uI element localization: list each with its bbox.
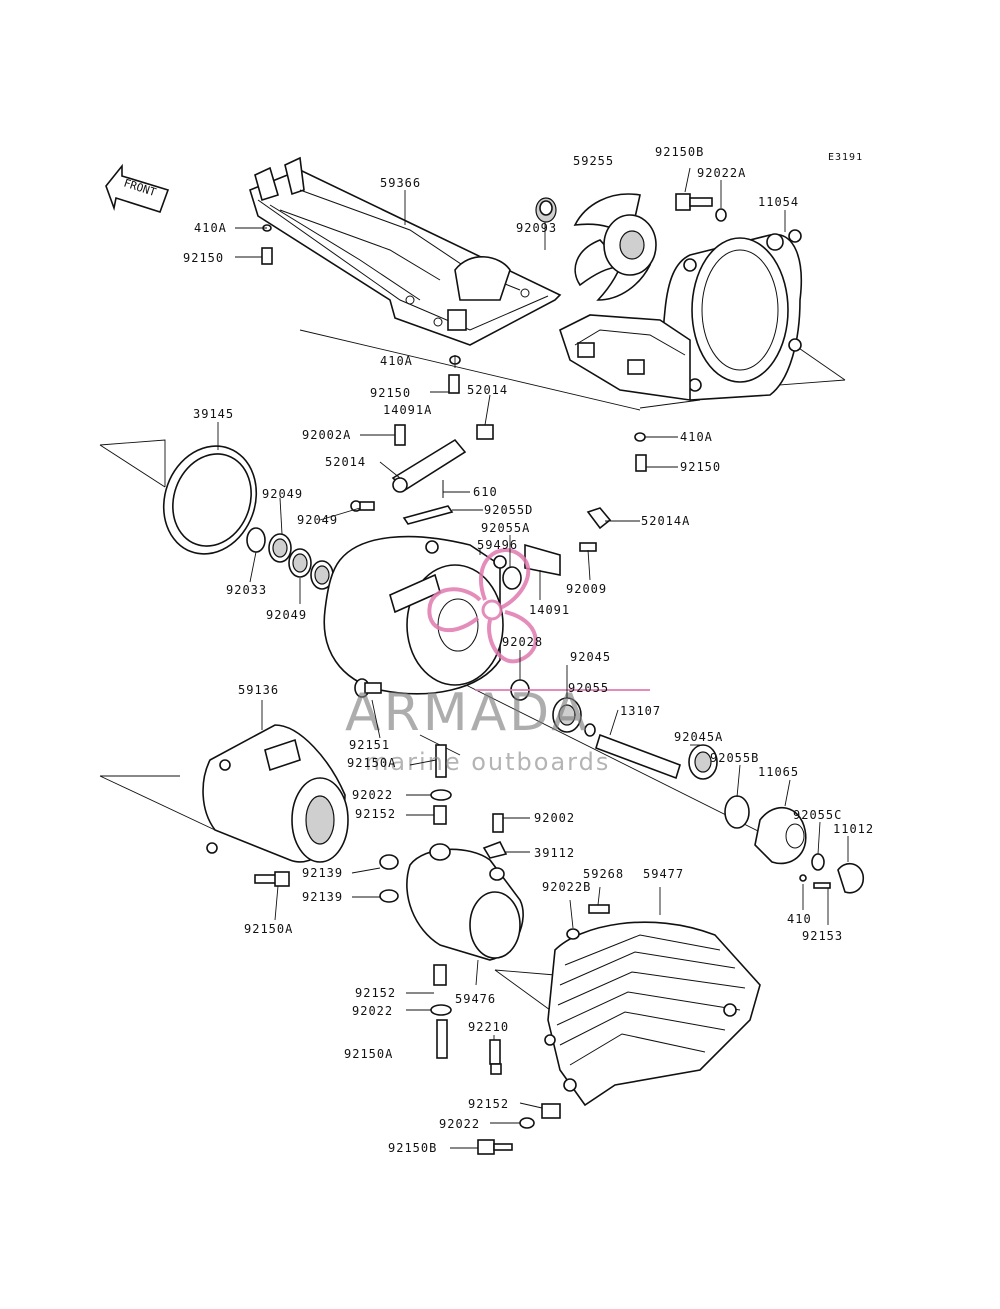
part-label-92028: 92028 <box>502 635 543 649</box>
impeller-59255 <box>573 193 657 301</box>
part-label-92150-2: 92150 <box>370 386 411 400</box>
part-label-92002A: 92002A <box>302 428 351 442</box>
armada-watermark: ARMADA marine outboards <box>345 548 650 776</box>
leader-lines <box>217 167 849 1149</box>
part-label-92152-3: 92152 <box>468 1097 509 1111</box>
part-label-410: 410 <box>787 912 812 926</box>
part-label-92152-2: 92152 <box>355 986 396 1000</box>
washer-92022A <box>715 208 727 222</box>
part-label-92150A-3: 92150A <box>344 1047 393 1061</box>
part-label-52014-1: 52014 <box>467 383 508 397</box>
part-label-52014A: 52014A <box>641 514 690 528</box>
part-label-92045: 92045 <box>570 650 611 664</box>
part-label-92150A-1: 92150A <box>347 756 396 770</box>
front-direction-arrow: FRONT <box>105 163 170 213</box>
part-label-92150B-top: 92150B <box>655 145 704 159</box>
part-label-92210: 92210 <box>468 1020 509 1034</box>
part-label-92049-2: 92049 <box>297 513 338 527</box>
pump-housing-59496 <box>323 507 612 698</box>
steering-block-52014 <box>350 424 494 525</box>
part-label-92151: 92151 <box>349 738 390 752</box>
part-label-59255: 59255 <box>573 154 614 168</box>
part-label-92055D: 92055D <box>484 503 533 517</box>
watermark-subtitle: marine outboards <box>365 748 610 776</box>
part-label-92153: 92153 <box>802 929 843 943</box>
cap-11065 <box>754 806 865 894</box>
part-label-410A-1: 410A <box>194 221 227 235</box>
part-label-92093: 92093 <box>516 221 557 235</box>
part-label-410A-3: 410A <box>680 430 713 444</box>
part-label-92055: 92055 <box>568 681 609 695</box>
part-label-59366: 59366 <box>380 176 421 190</box>
part-label-92022A-top: 92022A <box>697 166 746 180</box>
part-label-59136: 59136 <box>238 683 279 697</box>
ride-plate-59477 <box>477 904 761 1155</box>
part-label-92055C: 92055C <box>793 808 842 822</box>
part-number-labels: 59255 92150B 92022A 11054 59366 410A 92150 9209… <box>183 145 874 1155</box>
part-label-52014-2: 52014 <box>325 455 366 469</box>
part-label-14091A: 14091A <box>383 403 432 417</box>
part-label-92022-1: 92022 <box>352 788 393 802</box>
part-label-59496: 59496 <box>477 538 518 552</box>
part-label-92049-3: 92049 <box>266 608 307 622</box>
part-label-39145: 39145 <box>193 407 234 421</box>
hardware-left-top <box>261 224 647 472</box>
part-label-59268: 59268 <box>583 867 624 881</box>
part-label-92033: 92033 <box>226 583 267 597</box>
part-label-92022-2: 92022 <box>352 1004 393 1018</box>
diagram-code: E3191 <box>828 152 863 163</box>
part-label-92045A: 92045A <box>674 730 723 744</box>
part-label-59476: 59476 <box>455 992 496 1006</box>
seal-ring-39145 <box>162 445 258 555</box>
part-label-92150A-2: 92150A <box>244 922 293 936</box>
part-label-92022-3: 92022 <box>439 1117 480 1131</box>
part-label-410A-2: 410A <box>380 354 413 368</box>
pump-cover-59366 <box>249 156 562 346</box>
nozzle-59136 <box>202 724 349 887</box>
part-label-92022B: 92022B <box>542 880 591 894</box>
part-label-11054: 11054 <box>758 195 799 209</box>
part-label-11065: 11065 <box>758 765 799 779</box>
part-label-610: 610 <box>473 485 498 499</box>
pump-case-11054 <box>559 229 802 401</box>
watermark-brand: ARMADA <box>345 683 590 743</box>
part-label-92150-3: 92150 <box>680 460 721 474</box>
reverse-gate-59476 <box>406 843 524 1075</box>
part-label-92055A: 92055A <box>481 521 530 535</box>
part-label-92055B: 92055B <box>710 751 759 765</box>
part-label-39112: 39112 <box>534 846 575 860</box>
part-label-13107: 13107 <box>620 704 661 718</box>
rings-92049 <box>246 527 334 590</box>
part-label-92139-1: 92139 <box>302 866 343 880</box>
part-label-59477: 59477 <box>643 867 684 881</box>
part-label-92150B-bottom: 92150B <box>388 1141 437 1155</box>
cap-92093 <box>535 197 557 223</box>
bolt-92150B-top <box>675 193 713 211</box>
part-label-92049-1: 92049 <box>262 487 303 501</box>
part-label-11012: 11012 <box>833 822 874 836</box>
part-label-92002: 92002 <box>534 811 575 825</box>
part-label-92152-1: 92152 <box>355 807 396 821</box>
part-label-14091: 14091 <box>529 603 570 617</box>
part-label-92150-1: 92150 <box>183 251 224 265</box>
part-label-92009: 92009 <box>566 582 607 596</box>
hardware-center <box>379 744 508 903</box>
part-label-92139-2: 92139 <box>302 890 343 904</box>
